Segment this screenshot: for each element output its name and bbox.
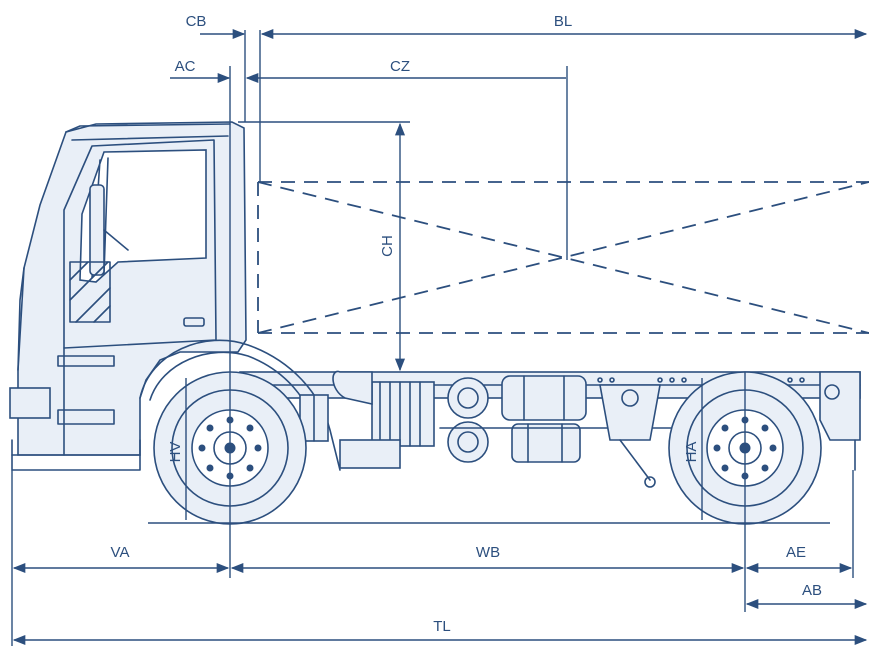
gearbox (371, 381, 435, 447)
battery-box (511, 423, 581, 463)
label-ha: HA (683, 442, 700, 463)
label-va: VA (111, 544, 130, 561)
label-hv: HV (167, 442, 184, 463)
cab-vent (69, 261, 111, 323)
headlight (9, 387, 51, 419)
rear-bracket (819, 371, 861, 441)
rear-suspension (599, 384, 661, 441)
label-tl: TL (433, 618, 451, 635)
label-cz: CZ (390, 58, 410, 75)
engine-base (339, 439, 401, 469)
frame-holes (597, 377, 805, 383)
fuel-tank (501, 375, 587, 421)
air-intake (332, 370, 373, 405)
step-lower (57, 409, 115, 425)
cab-window (79, 149, 207, 283)
label-wb: WB (476, 544, 500, 561)
dimension-lines (12, 28, 868, 646)
cab-door (63, 139, 217, 349)
air-tank-2 (447, 421, 489, 463)
dimension-labels: CB BL AC CZ CH HV HA VA WB AE AB TL (111, 13, 822, 635)
air-tank-1 (447, 377, 489, 419)
step-upper (57, 355, 115, 367)
label-cb: CB (186, 13, 207, 30)
truck-illustration (9, 121, 861, 525)
label-ch: CH (379, 235, 396, 257)
label-ac: AC (175, 58, 196, 75)
label-ae: AE (786, 544, 806, 561)
cargo-body-outline (257, 181, 869, 334)
door-handle (183, 317, 205, 327)
label-ab: AB (802, 582, 822, 599)
label-bl: BL (554, 13, 572, 30)
extension-lines (11, 30, 854, 646)
